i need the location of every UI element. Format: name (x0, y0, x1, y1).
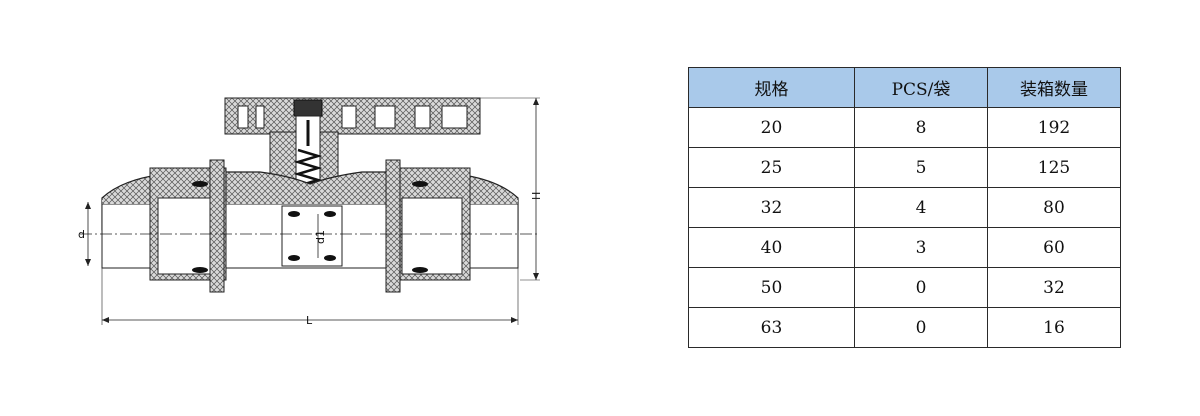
cell-spec: 63 (688, 307, 855, 348)
cell-pcs: 4 (854, 187, 988, 228)
valve-body (101, 159, 519, 293)
table-row: 20 8 192 (688, 107, 1121, 148)
cell-pcs: 8 (854, 107, 988, 148)
table-row: 63 0 16 (688, 307, 1121, 348)
cell-box: 32 (987, 267, 1121, 308)
cell-pcs: 5 (854, 147, 988, 188)
label-H: H (530, 192, 543, 200)
ball-valve-drawing: d d1 H L (78, 97, 543, 327)
cell-box: 192 (987, 107, 1121, 148)
cell-box: 60 (987, 227, 1121, 268)
dimension-d1: d1 (314, 214, 327, 258)
label-L: L (306, 314, 313, 327)
label-d: d (78, 228, 85, 241)
cell-spec: 40 (688, 227, 855, 268)
header-pcs-per-bag: PCS/袋 (854, 67, 988, 108)
cell-box: 80 (987, 187, 1121, 228)
dimension-L: L (101, 230, 519, 327)
cell-box: 16 (987, 307, 1121, 348)
spec-table: 规格 PCS/袋 装箱数量 20 8 192 25 5 125 32 4 80 … (688, 67, 1121, 348)
label-d1: d1 (314, 230, 327, 244)
dimension-H: H (480, 97, 543, 281)
dimension-d: d (78, 202, 91, 266)
cell-spec: 32 (688, 187, 855, 228)
table-row: 25 5 125 (688, 147, 1121, 188)
header-spec: 规格 (688, 67, 855, 108)
cell-pcs: 3 (854, 227, 988, 268)
table-row: 50 0 32 (688, 267, 1121, 308)
cell-pcs: 0 (854, 307, 988, 348)
table-row: 32 4 80 (688, 187, 1121, 228)
cell-pcs: 0 (854, 267, 988, 308)
cell-spec: 50 (688, 267, 855, 308)
header-box-quantity: 装箱数量 (987, 67, 1121, 108)
cell-box: 125 (987, 147, 1121, 188)
valve-handle (224, 97, 481, 135)
cell-spec: 20 (688, 107, 855, 148)
table-row: 40 3 60 (688, 227, 1121, 268)
cell-spec: 25 (688, 147, 855, 188)
table-header-row: 规格 PCS/袋 装箱数量 (688, 67, 1121, 108)
